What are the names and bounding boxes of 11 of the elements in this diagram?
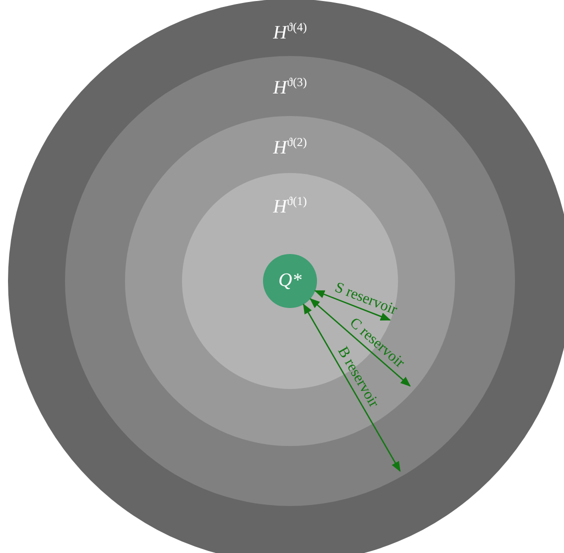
ring-label: H$^{ϑ(1)}$ — [273, 195, 307, 216]
edge-label: S reservoir — [332, 280, 399, 318]
center-circle — [263, 254, 317, 308]
ring-region — [8, 0, 564, 553]
center-label: Q* — [278, 271, 302, 290]
arrow — [314, 290, 391, 321]
ring-label: H$^{ϑ(2)}$ — [273, 136, 307, 158]
arrow — [310, 298, 411, 387]
ring-label: H$^{ϑ(3)}$ — [273, 76, 307, 98]
arrow — [302, 303, 401, 472]
ring-label: H$^{ϑ(4)}$ — [273, 21, 307, 42]
